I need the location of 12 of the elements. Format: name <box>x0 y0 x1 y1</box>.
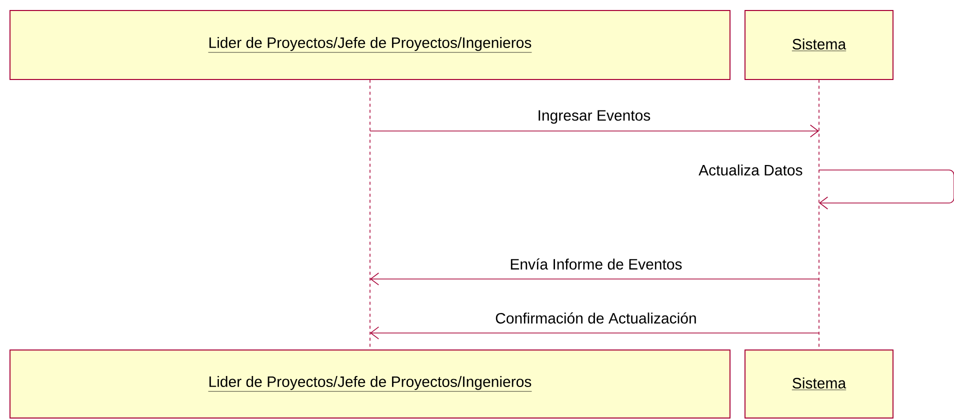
edge-label: Ingresar Eventos <box>536 109 652 125</box>
message-arrow <box>370 326 820 340</box>
self-message-arrow <box>818 170 954 210</box>
participant-box: Lider de Proyectos/Jefe de Proyectos/Ingenieros <box>10 350 730 418</box>
participant-box: Lider de Proyectos/Jefe de Proyectos/Ingenieros <box>10 10 730 80</box>
message-arrow <box>370 272 820 286</box>
edge-label: Actualiza Datos <box>698 163 804 176</box>
edge-label: Envía Informe de Eventos <box>508 257 684 271</box>
participant-box: Sistema <box>744 350 894 418</box>
message-arrow <box>370 124 819 138</box>
participant-box: Sistema <box>744 10 894 80</box>
edge-label: Confirmación de Actualización <box>494 311 698 325</box>
